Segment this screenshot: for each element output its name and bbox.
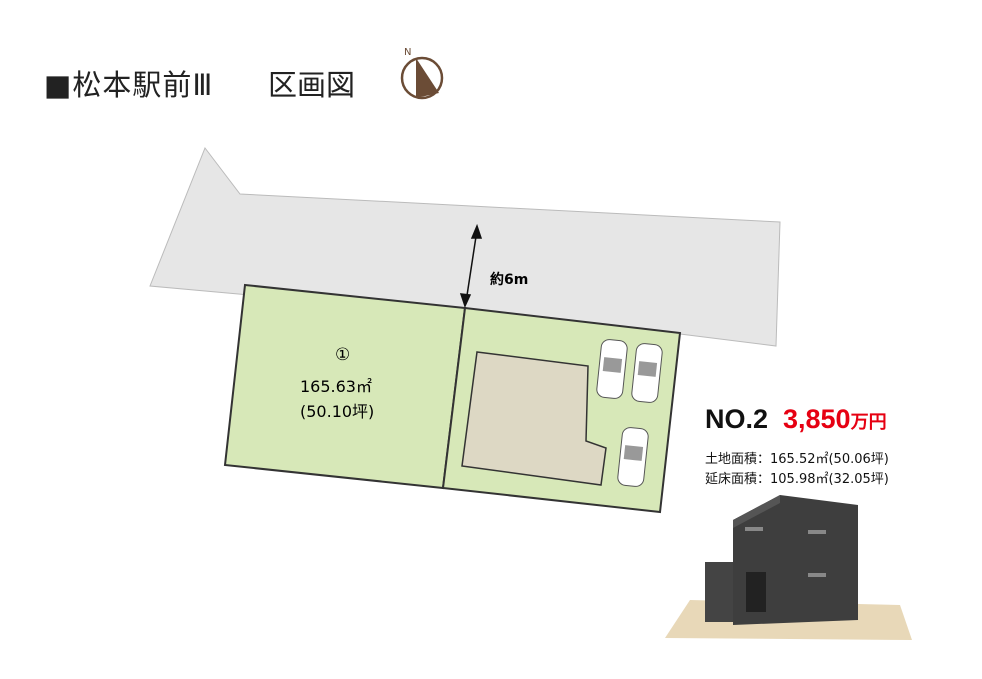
- car-icon: [596, 339, 628, 399]
- floor-area: 延床面積：105.98㎡(32.05坪): [705, 472, 889, 487]
- lot-tsubo: (50.10坪): [300, 402, 375, 421]
- page-subtitle: 区画図: [268, 68, 356, 102]
- lot-area: 165.63㎡: [300, 377, 372, 396]
- listing-number: NO.2: [705, 404, 769, 434]
- car-icon: [631, 343, 663, 403]
- land-area: 土地面積：165.52㎡(50.06坪): [705, 452, 889, 467]
- building-footprint: [461, 351, 607, 486]
- listing-price: 3,850万円: [783, 404, 887, 435]
- lot-number: ①: [335, 345, 351, 365]
- house-rendering: [665, 495, 912, 640]
- price-value: 3,850: [783, 404, 851, 434]
- price-unit: 万円: [850, 412, 887, 432]
- page-title: ■松本駅前Ⅲ: [44, 68, 214, 102]
- car-icon: [617, 427, 649, 487]
- road-width-arrow: [459, 223, 483, 309]
- compass-icon: N: [400, 47, 444, 100]
- svg-text:N: N: [404, 47, 411, 58]
- road-width-label: 約6m: [490, 272, 529, 288]
